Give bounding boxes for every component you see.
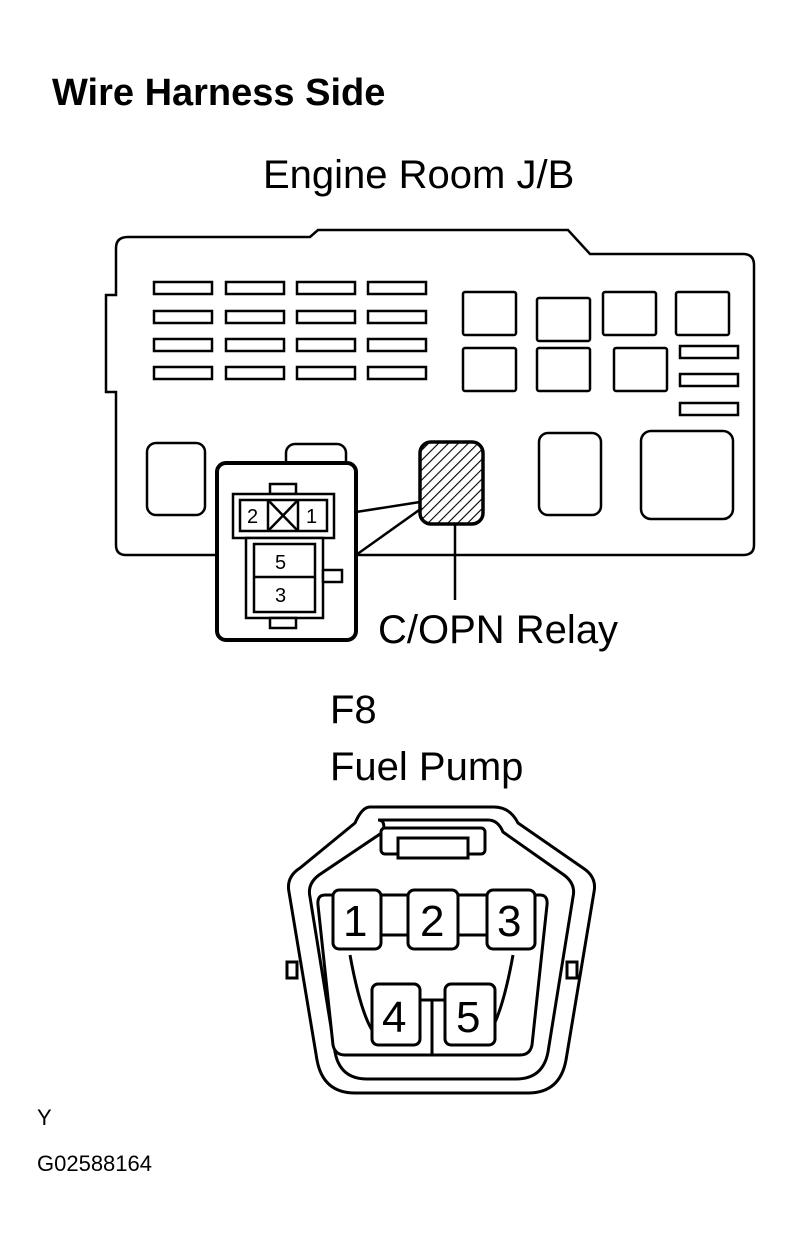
fuse-slot	[224, 280, 286, 296]
copn-relay-position	[418, 440, 485, 526]
relay-pin-5: 5	[275, 552, 286, 574]
connector-name: Fuel Pump	[330, 745, 523, 789]
fuse-slot	[224, 337, 286, 353]
connector-pin-box	[370, 982, 422, 1047]
relay-slot	[612, 346, 669, 393]
fuse-slot	[152, 309, 214, 325]
connector-pin-3: 3	[497, 897, 521, 946]
callout-lines	[355, 500, 457, 600]
fuse-slot	[152, 365, 214, 381]
connector-pin-5: 5	[456, 993, 480, 1042]
relay-pin-3: 3	[275, 585, 286, 607]
fuse-grid	[152, 280, 428, 381]
fuse-slot	[366, 309, 428, 325]
figure-id: G02588164	[37, 1151, 152, 1176]
relay-pin-1: 1	[306, 506, 317, 528]
connector-pin-box	[406, 888, 460, 951]
fuse-slot	[224, 309, 286, 325]
relay-slot	[461, 290, 518, 337]
relay-detail-inset: 2 1 5 3	[215, 461, 358, 642]
connector-pin-box	[443, 982, 497, 1047]
fuse-slot	[295, 309, 357, 325]
connector-pin-box	[331, 888, 383, 951]
fuse-slot	[295, 280, 357, 296]
footer-mark: Y	[37, 1105, 52, 1130]
fuse-slot	[366, 365, 428, 381]
lower-blocks	[145, 429, 735, 521]
connector-pin-box	[485, 888, 537, 951]
fuse-slot	[678, 344, 740, 360]
fuse-slot	[152, 280, 214, 296]
junction-box-label: Engine Room J/B	[263, 153, 574, 197]
relay-label: C/OPN Relay	[378, 608, 618, 652]
connector-code: F8	[330, 688, 377, 732]
connector-pin-1: 1	[343, 897, 367, 946]
block-slot	[537, 431, 603, 517]
fuse-slot	[152, 337, 214, 353]
page-title: Wire Harness Side	[52, 72, 385, 114]
fuse-slot	[295, 365, 357, 381]
connector-pin-4: 4	[382, 993, 406, 1042]
relay-slot	[674, 290, 731, 337]
fuse-slot	[224, 365, 286, 381]
fuse-slot	[678, 401, 740, 417]
fuse-slot	[366, 280, 428, 296]
fuel-pump-connector	[285, 805, 596, 1095]
relay-slot	[535, 296, 592, 343]
relay-pin-2: 2	[247, 506, 258, 528]
relay-slot	[535, 346, 592, 393]
block-slot	[145, 441, 207, 517]
block-slot	[639, 429, 735, 521]
fuse-slot	[678, 372, 740, 388]
relay-blocks	[461, 290, 740, 417]
connector-pin-2: 2	[420, 897, 444, 946]
relay-slot	[461, 346, 518, 393]
fuse-slot	[295, 337, 357, 353]
relay-slot	[601, 290, 658, 337]
fuse-slot	[366, 337, 428, 353]
